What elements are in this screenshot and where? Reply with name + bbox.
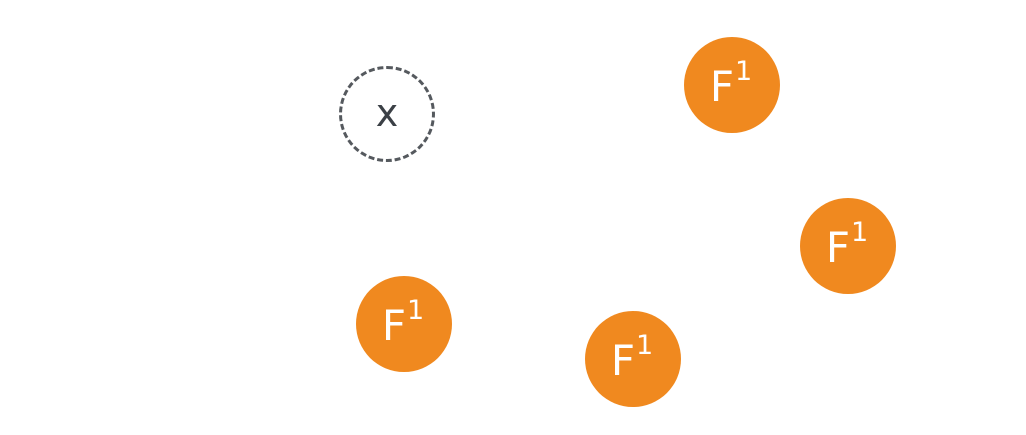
drop-slot-label: x	[375, 91, 399, 135]
token-superscript: 1	[734, 56, 753, 87]
token-label: F 1	[610, 332, 653, 385]
f1-token[interactable]: F 1	[800, 198, 896, 294]
token-label: F 1	[825, 219, 868, 272]
f1-token[interactable]: F 1	[356, 276, 452, 372]
token-superscript: 1	[635, 330, 654, 361]
token-label: F 1	[709, 58, 752, 111]
token-base-text: F	[709, 62, 734, 111]
token-label: F 1	[381, 297, 424, 350]
f1-token[interactable]: F 1	[684, 37, 780, 133]
token-superscript: 1	[406, 295, 425, 326]
empty-drop-slot[interactable]: x	[339, 66, 435, 162]
token-base-text: F	[610, 336, 635, 385]
token-superscript: 1	[850, 217, 869, 248]
f1-token[interactable]: F 1	[585, 311, 681, 407]
token-base-text: F	[381, 301, 406, 350]
token-base-text: F	[825, 223, 850, 272]
